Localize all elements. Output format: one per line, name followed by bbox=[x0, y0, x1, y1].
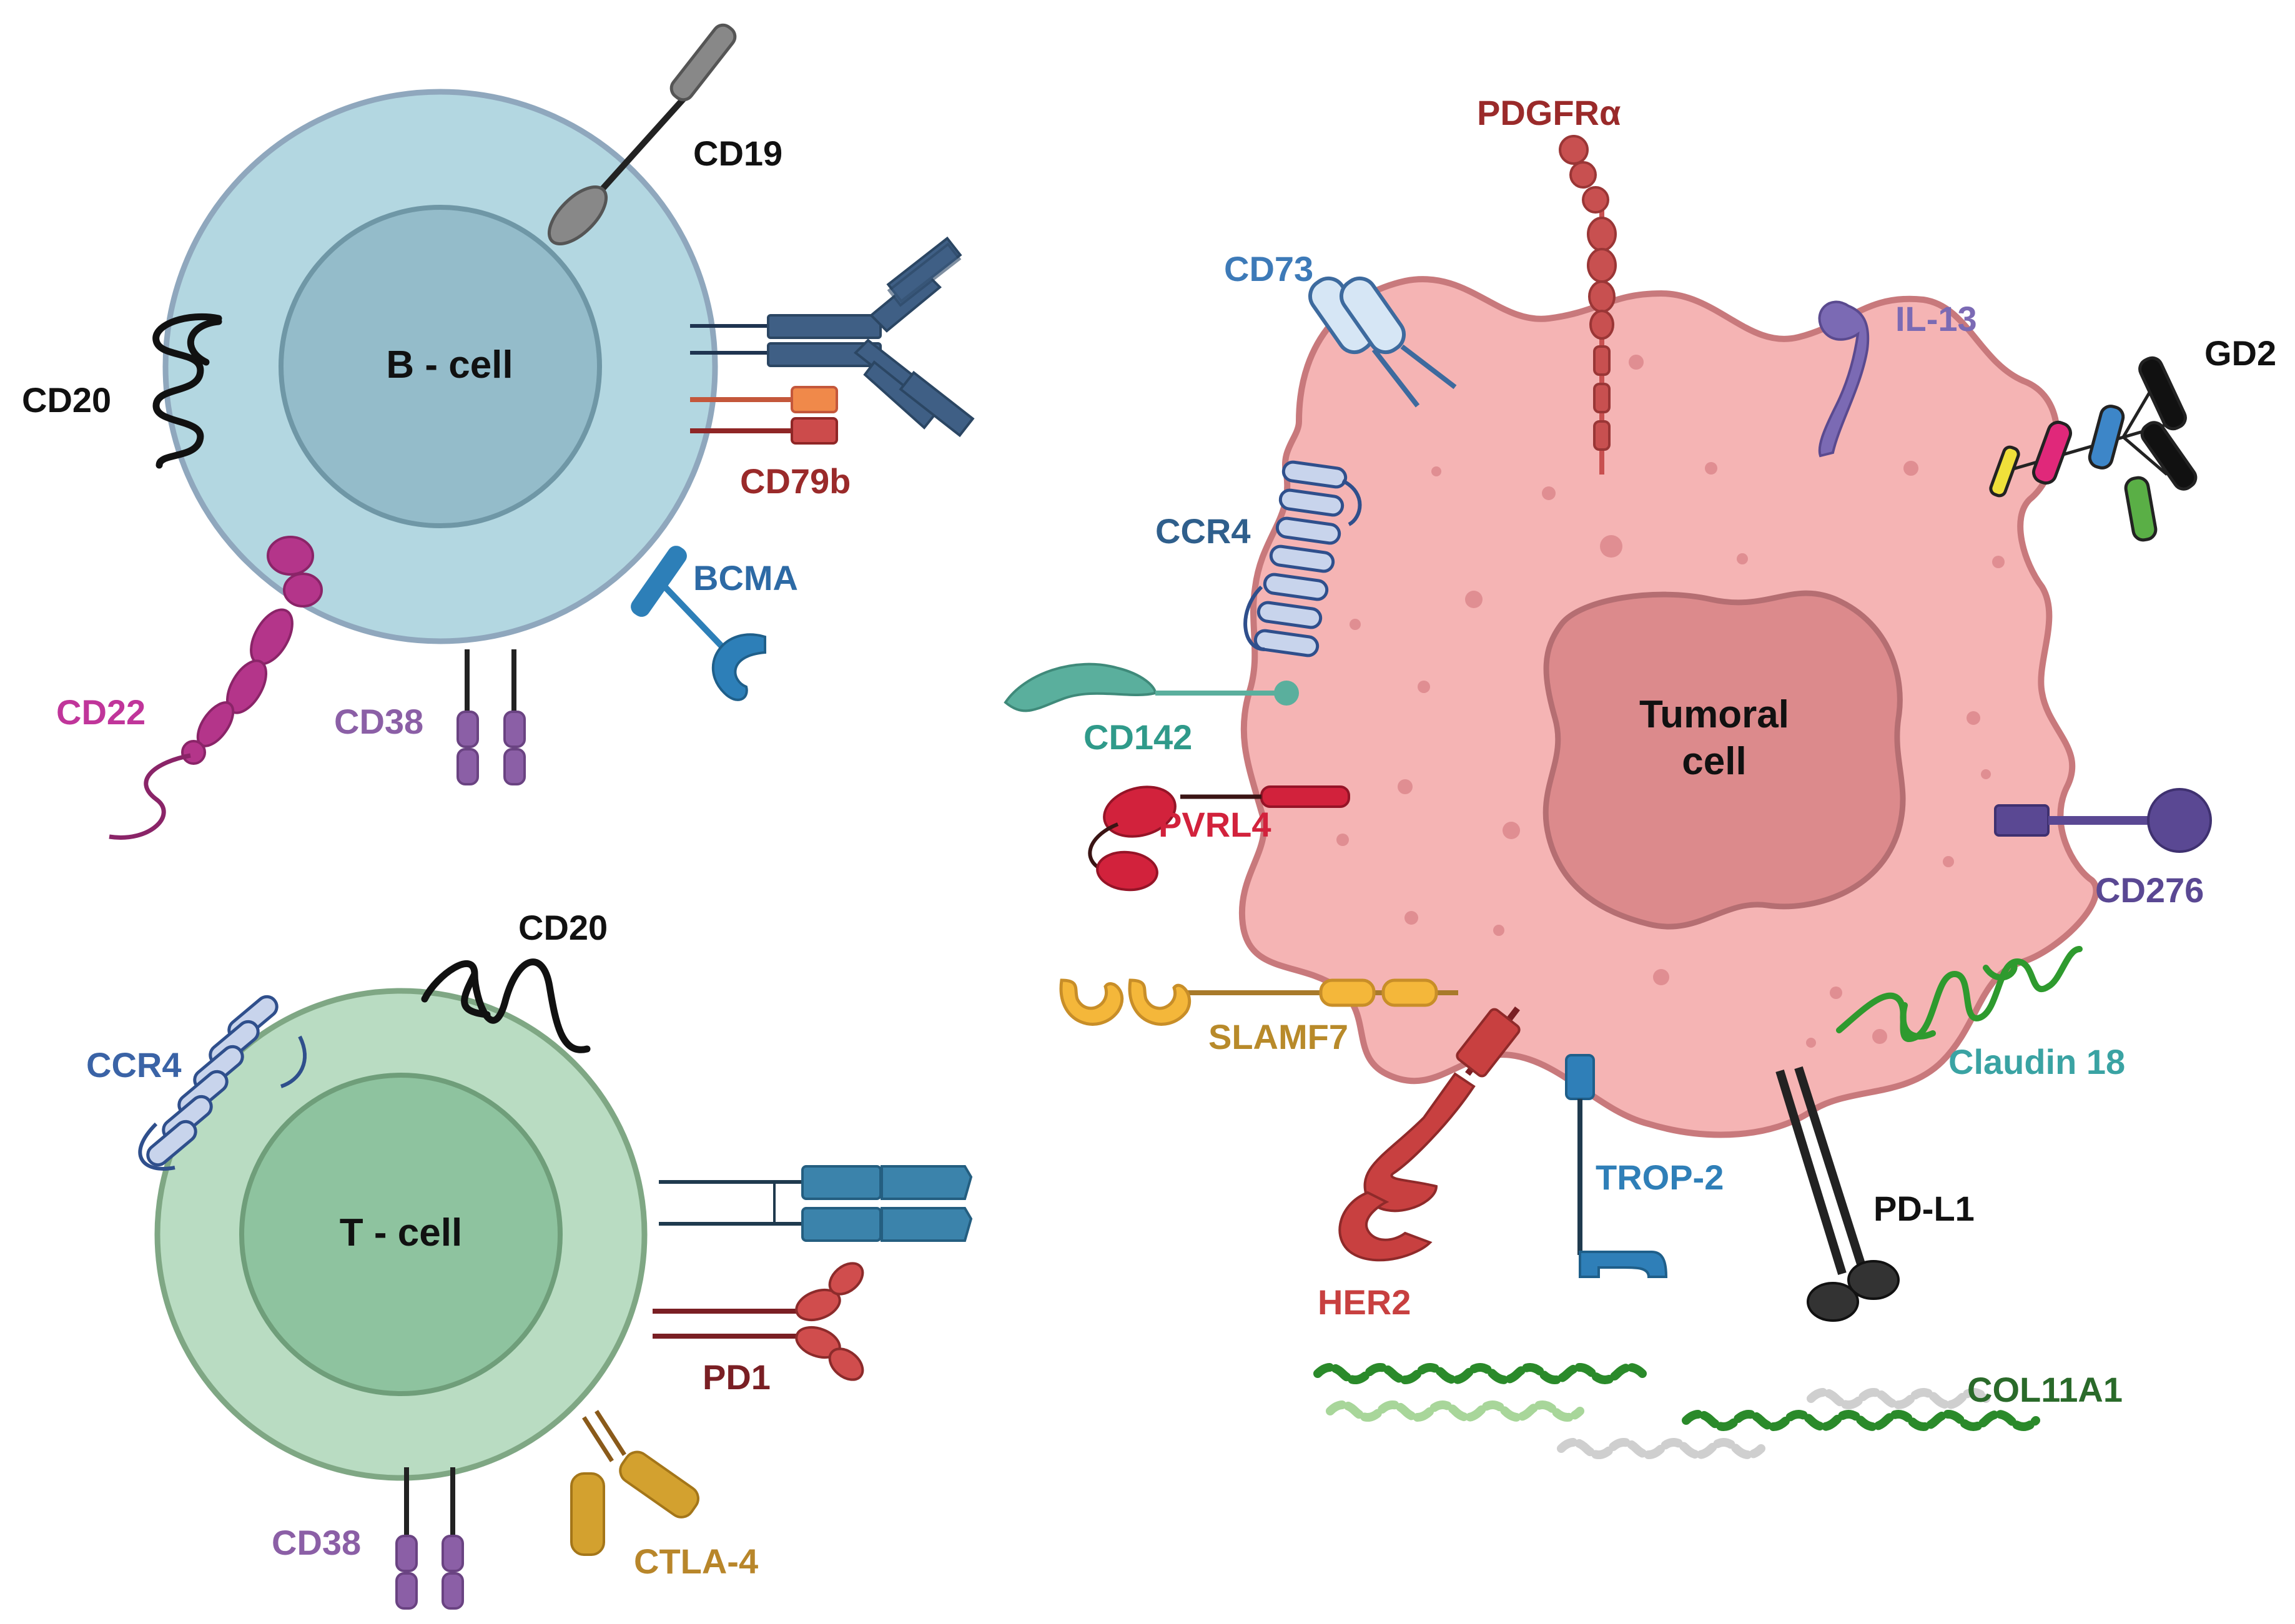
ccr4-t-cell-icon bbox=[138, 995, 307, 1171]
bcma-label: BCMA bbox=[693, 558, 798, 598]
pd1-receptor-icon bbox=[653, 1262, 864, 1381]
il13-label: IL-13 bbox=[1895, 299, 1977, 338]
cd276-receptor-icon bbox=[1994, 788, 2212, 853]
cd73-receptor-icon bbox=[1308, 276, 1457, 408]
tumoral-cell-label-line2: cell bbox=[1682, 740, 1746, 783]
her2-receptor-icon bbox=[1338, 1006, 1521, 1262]
trop2-label: TROP-2 bbox=[1596, 1158, 1724, 1197]
cd38-t-cell-label: CD38 bbox=[272, 1523, 361, 1562]
pdgfra-receptor-icon bbox=[1559, 135, 1617, 475]
tumoral-cell-label-line1: Tumoral bbox=[1639, 693, 1789, 736]
ccr4-tumor-label: CCR4 bbox=[1155, 511, 1250, 551]
slamf7-label: SLAMF7 bbox=[1208, 1017, 1348, 1056]
cd20-b-cell-icon bbox=[152, 313, 222, 469]
tcr-receptor-icon bbox=[659, 1165, 973, 1242]
b-cell: B - cell CD19 CD20 bbox=[22, 23, 975, 840]
pdgfra-label: PDGFRα bbox=[1477, 93, 1621, 132]
il13-receptor-icon bbox=[1818, 300, 1870, 458]
bcr-receptor-icon bbox=[690, 236, 975, 438]
cd38-b-cell-icon bbox=[457, 649, 526, 785]
cd276-label: CD276 bbox=[2095, 870, 2204, 910]
cd142-receptor-icon bbox=[1004, 662, 1299, 712]
cd79b-label: CD79b bbox=[740, 461, 851, 501]
cd20-b-cell-label: CD20 bbox=[22, 380, 111, 420]
tumoral-cell: Tumoral cell PDGFRα CD73 IL-13 bbox=[1004, 93, 2276, 1459]
cd142-label: CD142 bbox=[1083, 717, 1192, 757]
t-cell-label: T - cell bbox=[340, 1211, 462, 1254]
cd19-receptor-icon bbox=[547, 23, 737, 246]
cd38-t-cell-icon bbox=[395, 1467, 464, 1610]
ctla4-receptor-icon bbox=[570, 1410, 699, 1556]
cd22-receptor-icon bbox=[109, 536, 323, 840]
her2-label: HER2 bbox=[1318, 1282, 1411, 1322]
col11a1-label: COL11A1 bbox=[1967, 1370, 2123, 1409]
cytoplasm-vesicles bbox=[1336, 355, 2005, 1048]
t-cell-nucleus bbox=[239, 1073, 563, 1396]
bcma-receptor-icon bbox=[631, 546, 766, 701]
cd79b-receptor-icon bbox=[690, 386, 838, 445]
cd22-label: CD22 bbox=[56, 692, 146, 732]
cd20-t-cell-icon bbox=[421, 958, 591, 1053]
trop2-receptor-icon bbox=[1565, 1054, 1668, 1278]
pvrl4-label: PVRL4 bbox=[1158, 805, 1271, 844]
b-cell-label: B - cell bbox=[386, 343, 513, 386]
col11a1-collagen-icon bbox=[1313, 1363, 2040, 1459]
gd2-label: GD2 bbox=[2204, 333, 2276, 373]
ccr4-t-cell-label: CCR4 bbox=[86, 1045, 181, 1085]
slamf7-receptor-icon bbox=[1059, 978, 1458, 1026]
cd38-b-cell-label: CD38 bbox=[334, 702, 423, 741]
tumoral-cell-nucleus bbox=[1542, 590, 1906, 930]
pdl1-receptor-icon bbox=[1775, 1066, 1900, 1322]
b-cell-nucleus bbox=[279, 205, 602, 528]
t-cell: T - cell CD20 CCR4 bbox=[86, 908, 973, 1610]
pdl1-label: PD-L1 bbox=[1873, 1189, 1975, 1228]
ccr4-tumor-icon bbox=[1243, 460, 1362, 657]
cd20-t-cell-label: CD20 bbox=[518, 908, 608, 947]
claudin18-receptor-icon bbox=[1836, 946, 2083, 1042]
pd1-label: PD1 bbox=[703, 1357, 771, 1397]
cd19-label: CD19 bbox=[693, 134, 782, 173]
pvrl4-receptor-icon bbox=[1088, 785, 1350, 892]
gd2-ganglioside-icon bbox=[1989, 356, 2198, 542]
cd73-label: CD73 bbox=[1224, 249, 1313, 288]
claudin18-label: Claudin 18 bbox=[1948, 1042, 2125, 1081]
ctla4-label: CTLA-4 bbox=[634, 1542, 758, 1581]
